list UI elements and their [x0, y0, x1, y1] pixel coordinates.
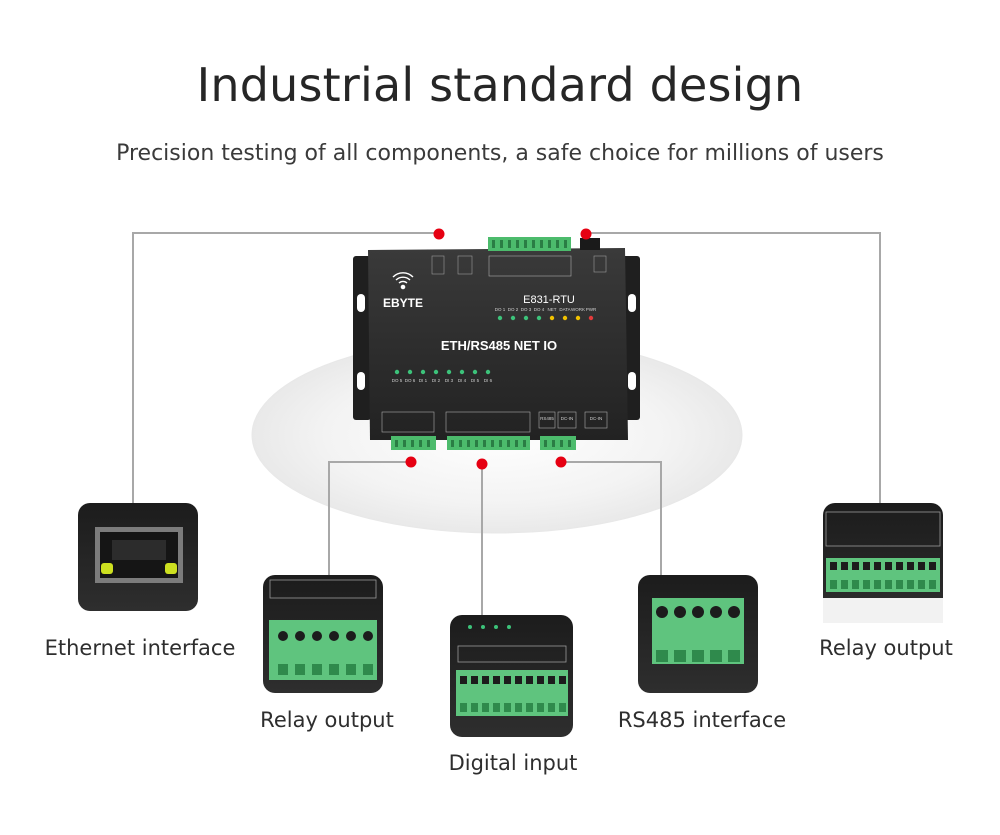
callout-dots: [405, 228, 592, 470]
io-leds: [394, 369, 491, 375]
led-label: DI 6: [484, 378, 493, 383]
led-label: DO 5: [392, 378, 403, 383]
device-body: [368, 248, 628, 440]
rs485-card: [638, 575, 758, 693]
caption-digital-input: Digital input: [448, 751, 578, 775]
rs485-terminal-block: [540, 436, 576, 450]
callout-dot: [405, 456, 417, 468]
relay-output-card: [263, 575, 383, 693]
led-label: DO 6: [405, 378, 416, 383]
led-label: WORK: [571, 307, 585, 312]
ethernet-card: [78, 503, 198, 611]
digital-input-card: [450, 615, 573, 737]
signal-icon: [392, 272, 414, 290]
port-label: DC-IN: [561, 416, 574, 421]
led-label: PWR: [586, 307, 597, 312]
led-label: DO 2: [508, 307, 519, 312]
caption-rs485-interface: RS485 interface: [617, 708, 787, 732]
left-mount-ear: [353, 256, 371, 420]
callout-dot: [476, 458, 488, 470]
caption-relay-output-right: Relay output: [819, 636, 953, 660]
caption-ethernet-interface: Ethernet interface: [44, 636, 236, 660]
relay-output-card-right: [823, 503, 943, 623]
callout-dot: [555, 456, 567, 468]
port-label: DC-IN: [590, 416, 603, 421]
port-label: RS485: [540, 416, 554, 421]
callout-dot: [580, 228, 592, 240]
device-model: E831-RTU: [523, 294, 575, 306]
page-subtitle: Precision testing of all components, a s…: [116, 141, 884, 166]
led-label: NET: [548, 307, 557, 312]
led-label: DO 4: [534, 307, 545, 312]
callout-dot: [433, 228, 445, 240]
status-leds: [497, 315, 594, 321]
device-panel-title: ETH/RS485 NET IO: [441, 338, 557, 353]
led-label: DI 1: [419, 378, 428, 383]
device-brand: EBYTE: [383, 296, 423, 310]
connector-lines: [132, 232, 881, 615]
led-label: DI 3: [445, 378, 454, 383]
page-title: Industrial standard design: [196, 58, 804, 112]
led-label: DI 5: [471, 378, 480, 383]
led-label: DI 4: [458, 378, 467, 383]
led-label: DATA: [559, 307, 570, 312]
led-label: DO 1: [495, 307, 506, 312]
led-label: DI 2: [432, 378, 441, 383]
caption-relay-output-left: Relay output: [260, 708, 394, 732]
led-label: DO 3: [521, 307, 532, 312]
device: EBYTE E831-RTU ETH/RS485 NET IO DO 1 DO …: [353, 237, 640, 450]
